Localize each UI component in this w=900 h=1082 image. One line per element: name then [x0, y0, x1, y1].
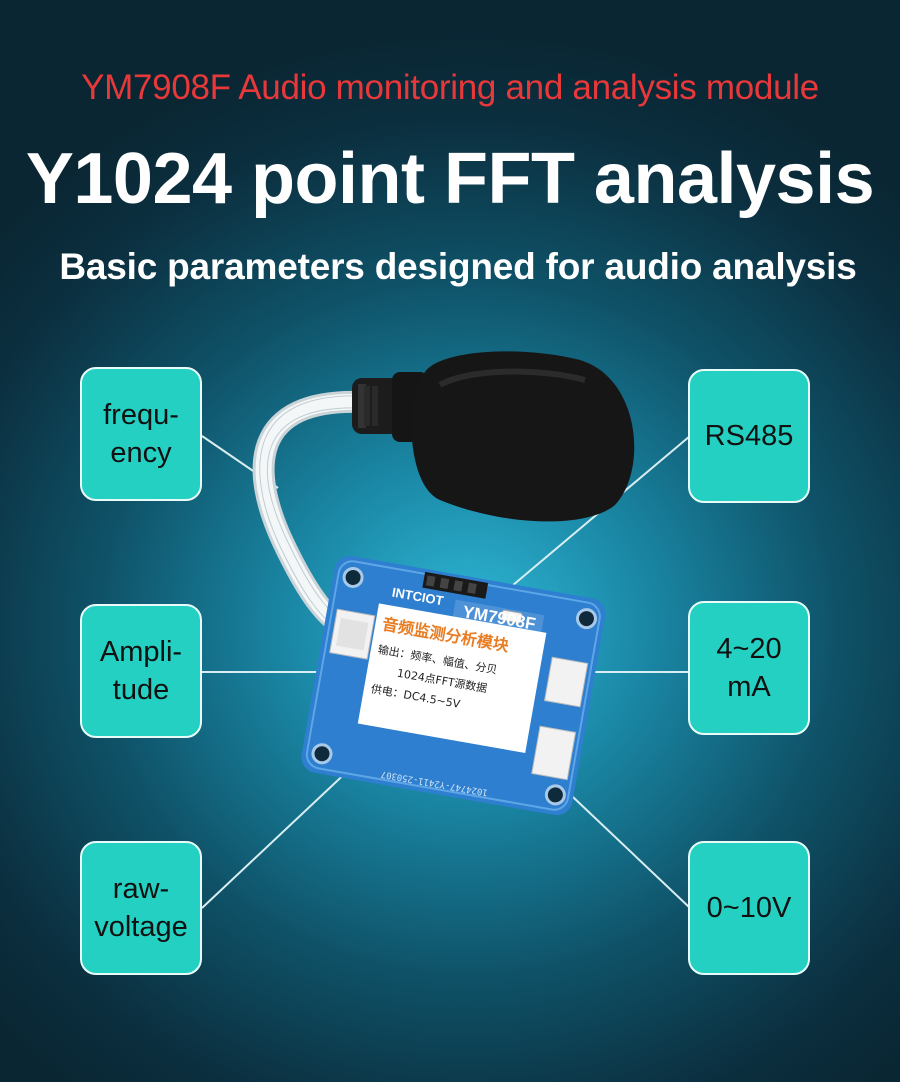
- feature-card-amplitude: Ampli- tude: [80, 604, 202, 738]
- feature-card-rs485: RS485: [688, 369, 810, 503]
- page-subtitle: Basic parameters designed for audio anal…: [59, 246, 857, 287]
- feature-card-frequency: frequ- ency: [80, 367, 202, 501]
- feature-card-raw-voltage: raw- voltage: [80, 841, 202, 975]
- page-title: Y1024 point FFT analysis: [25, 139, 875, 219]
- pcb-board: INTCIOT YM7908F 音频监测分析模块 输出：频率、幅值、分贝 102…: [301, 555, 606, 816]
- feature-label: 4~20 mA: [716, 632, 782, 703]
- feature-label: raw- voltage: [94, 872, 188, 943]
- feature-label: Ampli- tude: [99, 635, 183, 706]
- feature-card-0-10v: 0~10V: [688, 841, 810, 975]
- feature-label: RS485: [704, 419, 794, 452]
- feature-card-4-20ma: 4~20 mA: [688, 601, 810, 735]
- feature-label: frequ- ency: [103, 398, 179, 469]
- kicker-text: YM7908F Audio monitoring and analysis mo…: [81, 68, 819, 107]
- feature-label: 0~10V: [706, 891, 792, 924]
- microphone: [352, 351, 635, 522]
